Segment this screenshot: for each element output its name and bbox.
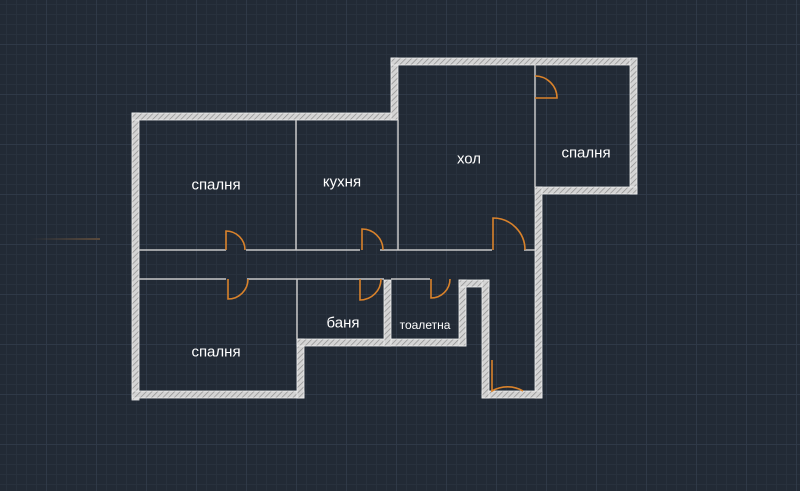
door-hall xyxy=(492,217,526,251)
door-bedroom-top-left xyxy=(225,230,246,251)
wall-upper-step xyxy=(390,57,399,121)
wall-right-lower xyxy=(534,186,543,399)
wall-bottom-entrance xyxy=(481,390,543,399)
exterior-walls xyxy=(131,57,638,401)
wall-bath-step xyxy=(296,338,305,399)
wall-bottom-left xyxy=(131,390,305,399)
wall-top-right xyxy=(390,57,638,66)
door-entrance xyxy=(491,360,524,393)
room-label-bedroom-top-left: спалня xyxy=(191,176,241,194)
door-bedroom-top-right xyxy=(534,75,558,99)
room-label-kitchen: кухня xyxy=(322,173,362,191)
room-label-bedroom-top-right: спалня xyxy=(561,144,611,162)
door-bedroom-bottom-left xyxy=(227,278,249,300)
axis-marker xyxy=(30,238,100,240)
doors xyxy=(225,75,558,393)
wall-entrance-left xyxy=(481,279,490,399)
door-bathroom xyxy=(359,278,382,301)
wall-right-upper xyxy=(629,57,638,195)
room-label-hall: хол xyxy=(456,150,482,168)
interior-partitions xyxy=(139,65,536,339)
door-toilet xyxy=(430,278,451,299)
wall-bath-toilet xyxy=(383,279,392,347)
wall-left xyxy=(131,112,140,401)
room-label-toilet: тоалетна xyxy=(399,318,451,332)
wall-corridor-post xyxy=(458,279,467,347)
wall-bath-bottom xyxy=(296,338,467,347)
room-label-bedroom-bottom-left: спалня xyxy=(191,343,241,361)
room-label-bathroom: баня xyxy=(326,314,360,332)
wall-right-step xyxy=(534,186,638,195)
door-kitchen xyxy=(361,228,384,251)
wall-top-left xyxy=(131,112,399,121)
